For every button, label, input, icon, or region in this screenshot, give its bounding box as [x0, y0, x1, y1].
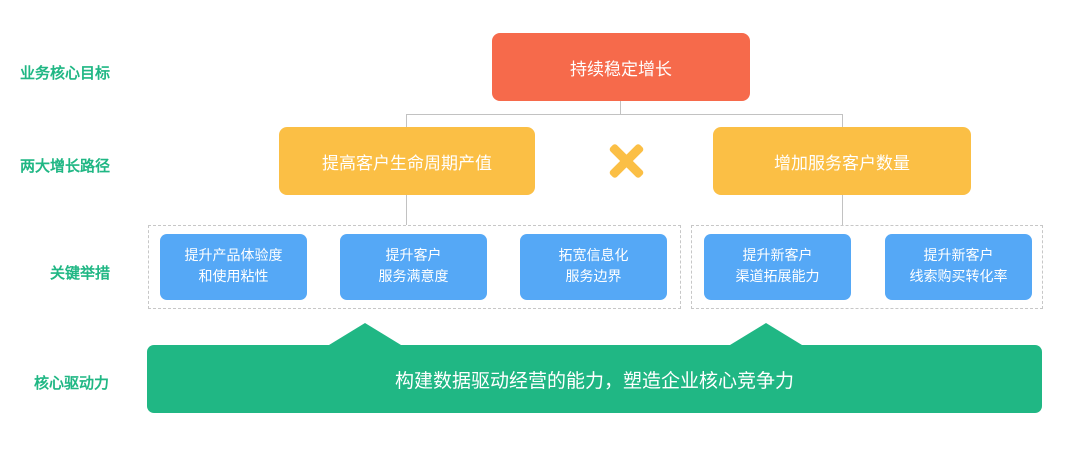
measure-box: 拓宽信息化 服务边界: [520, 234, 667, 300]
connector-right-to-measures: [842, 195, 843, 225]
multiply-icon: [607, 142, 645, 180]
measure-line: 提升产品体验度: [184, 248, 283, 264]
measures-group-left: [148, 225, 681, 309]
measure-box: 提升产品体验度 和使用粘性: [160, 234, 307, 300]
measure-line: 渠道拓展能力: [735, 269, 820, 285]
measure-line: 线索购买转化率: [909, 269, 1008, 285]
measure-box: 提升新客户 线索购买转化率: [885, 234, 1032, 300]
measure-line: 和使用粘性: [198, 269, 269, 285]
row-label-paths: 两大增长路径: [20, 157, 111, 175]
measure-line: 服务边界: [565, 269, 622, 285]
connector-goal-down: [620, 101, 621, 114]
path-box-right: 增加服务客户数量: [713, 127, 971, 195]
up-arrow-left: [329, 323, 401, 345]
path-box-left: 提高客户生命周期产值: [279, 127, 535, 195]
goal-box: 持续稳定增长: [492, 33, 750, 101]
measure-line: 提升新客户: [742, 248, 813, 264]
row-label-goal: 业务核心目标: [20, 64, 111, 82]
measure-box: 提升客户 服务满意度: [340, 234, 487, 300]
core-driver-box: 构建数据驱动经营的能力，塑造企业核心竞争力: [147, 345, 1042, 413]
row-label-measures: 关键举措: [50, 264, 111, 282]
measures-group-right: [691, 225, 1043, 309]
measure-line: 服务满意度: [378, 269, 449, 285]
row-label-driver: 核心驱动力: [34, 374, 110, 392]
measure-box: 提升新客户 渠道拓展能力: [704, 234, 851, 300]
connector-right-down: [842, 114, 843, 127]
measure-line: 提升新客户: [923, 248, 994, 264]
connector-horizontal: [406, 114, 843, 115]
up-arrow-right: [730, 323, 802, 345]
measure-line: 拓宽信息化: [558, 248, 629, 264]
connector-left-down: [406, 114, 407, 127]
measure-line: 提升客户: [385, 248, 442, 264]
connector-left-to-measures: [406, 195, 407, 225]
